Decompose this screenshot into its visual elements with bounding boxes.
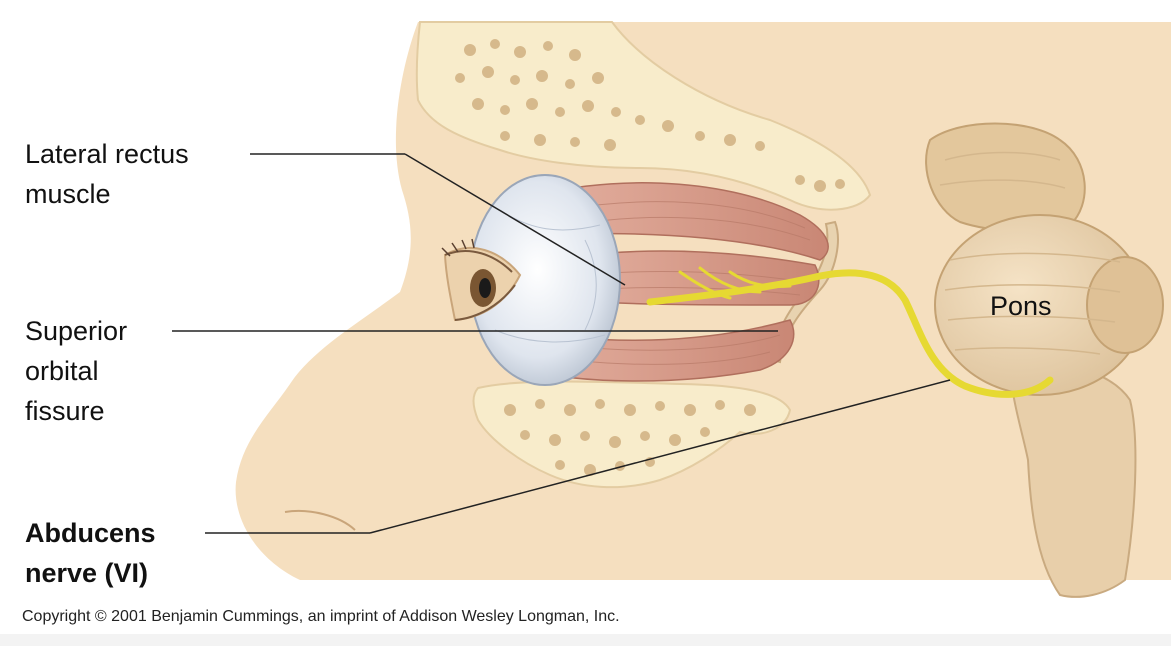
superior-orbital-label-line2: orbital <box>25 353 99 390</box>
abducens-label-line1: Abducens <box>25 515 156 552</box>
bottom-bar <box>0 634 1171 646</box>
copyright-notice: Copyright © 2001 Benjamin Cummings, an i… <box>22 607 620 627</box>
pons-label: Pons <box>990 288 1052 325</box>
abducens-label-line2: nerve (VI) <box>25 555 148 592</box>
superior-orbital-label-line3: fissure <box>25 393 105 430</box>
lateral-rectus-label-line2: muscle <box>25 176 111 213</box>
lateral-rectus-label-line1: Lateral rectus <box>25 136 189 173</box>
midbrain <box>926 124 1085 232</box>
pupil <box>479 278 491 298</box>
superior-orbital-label-line1: Superior <box>25 313 127 350</box>
